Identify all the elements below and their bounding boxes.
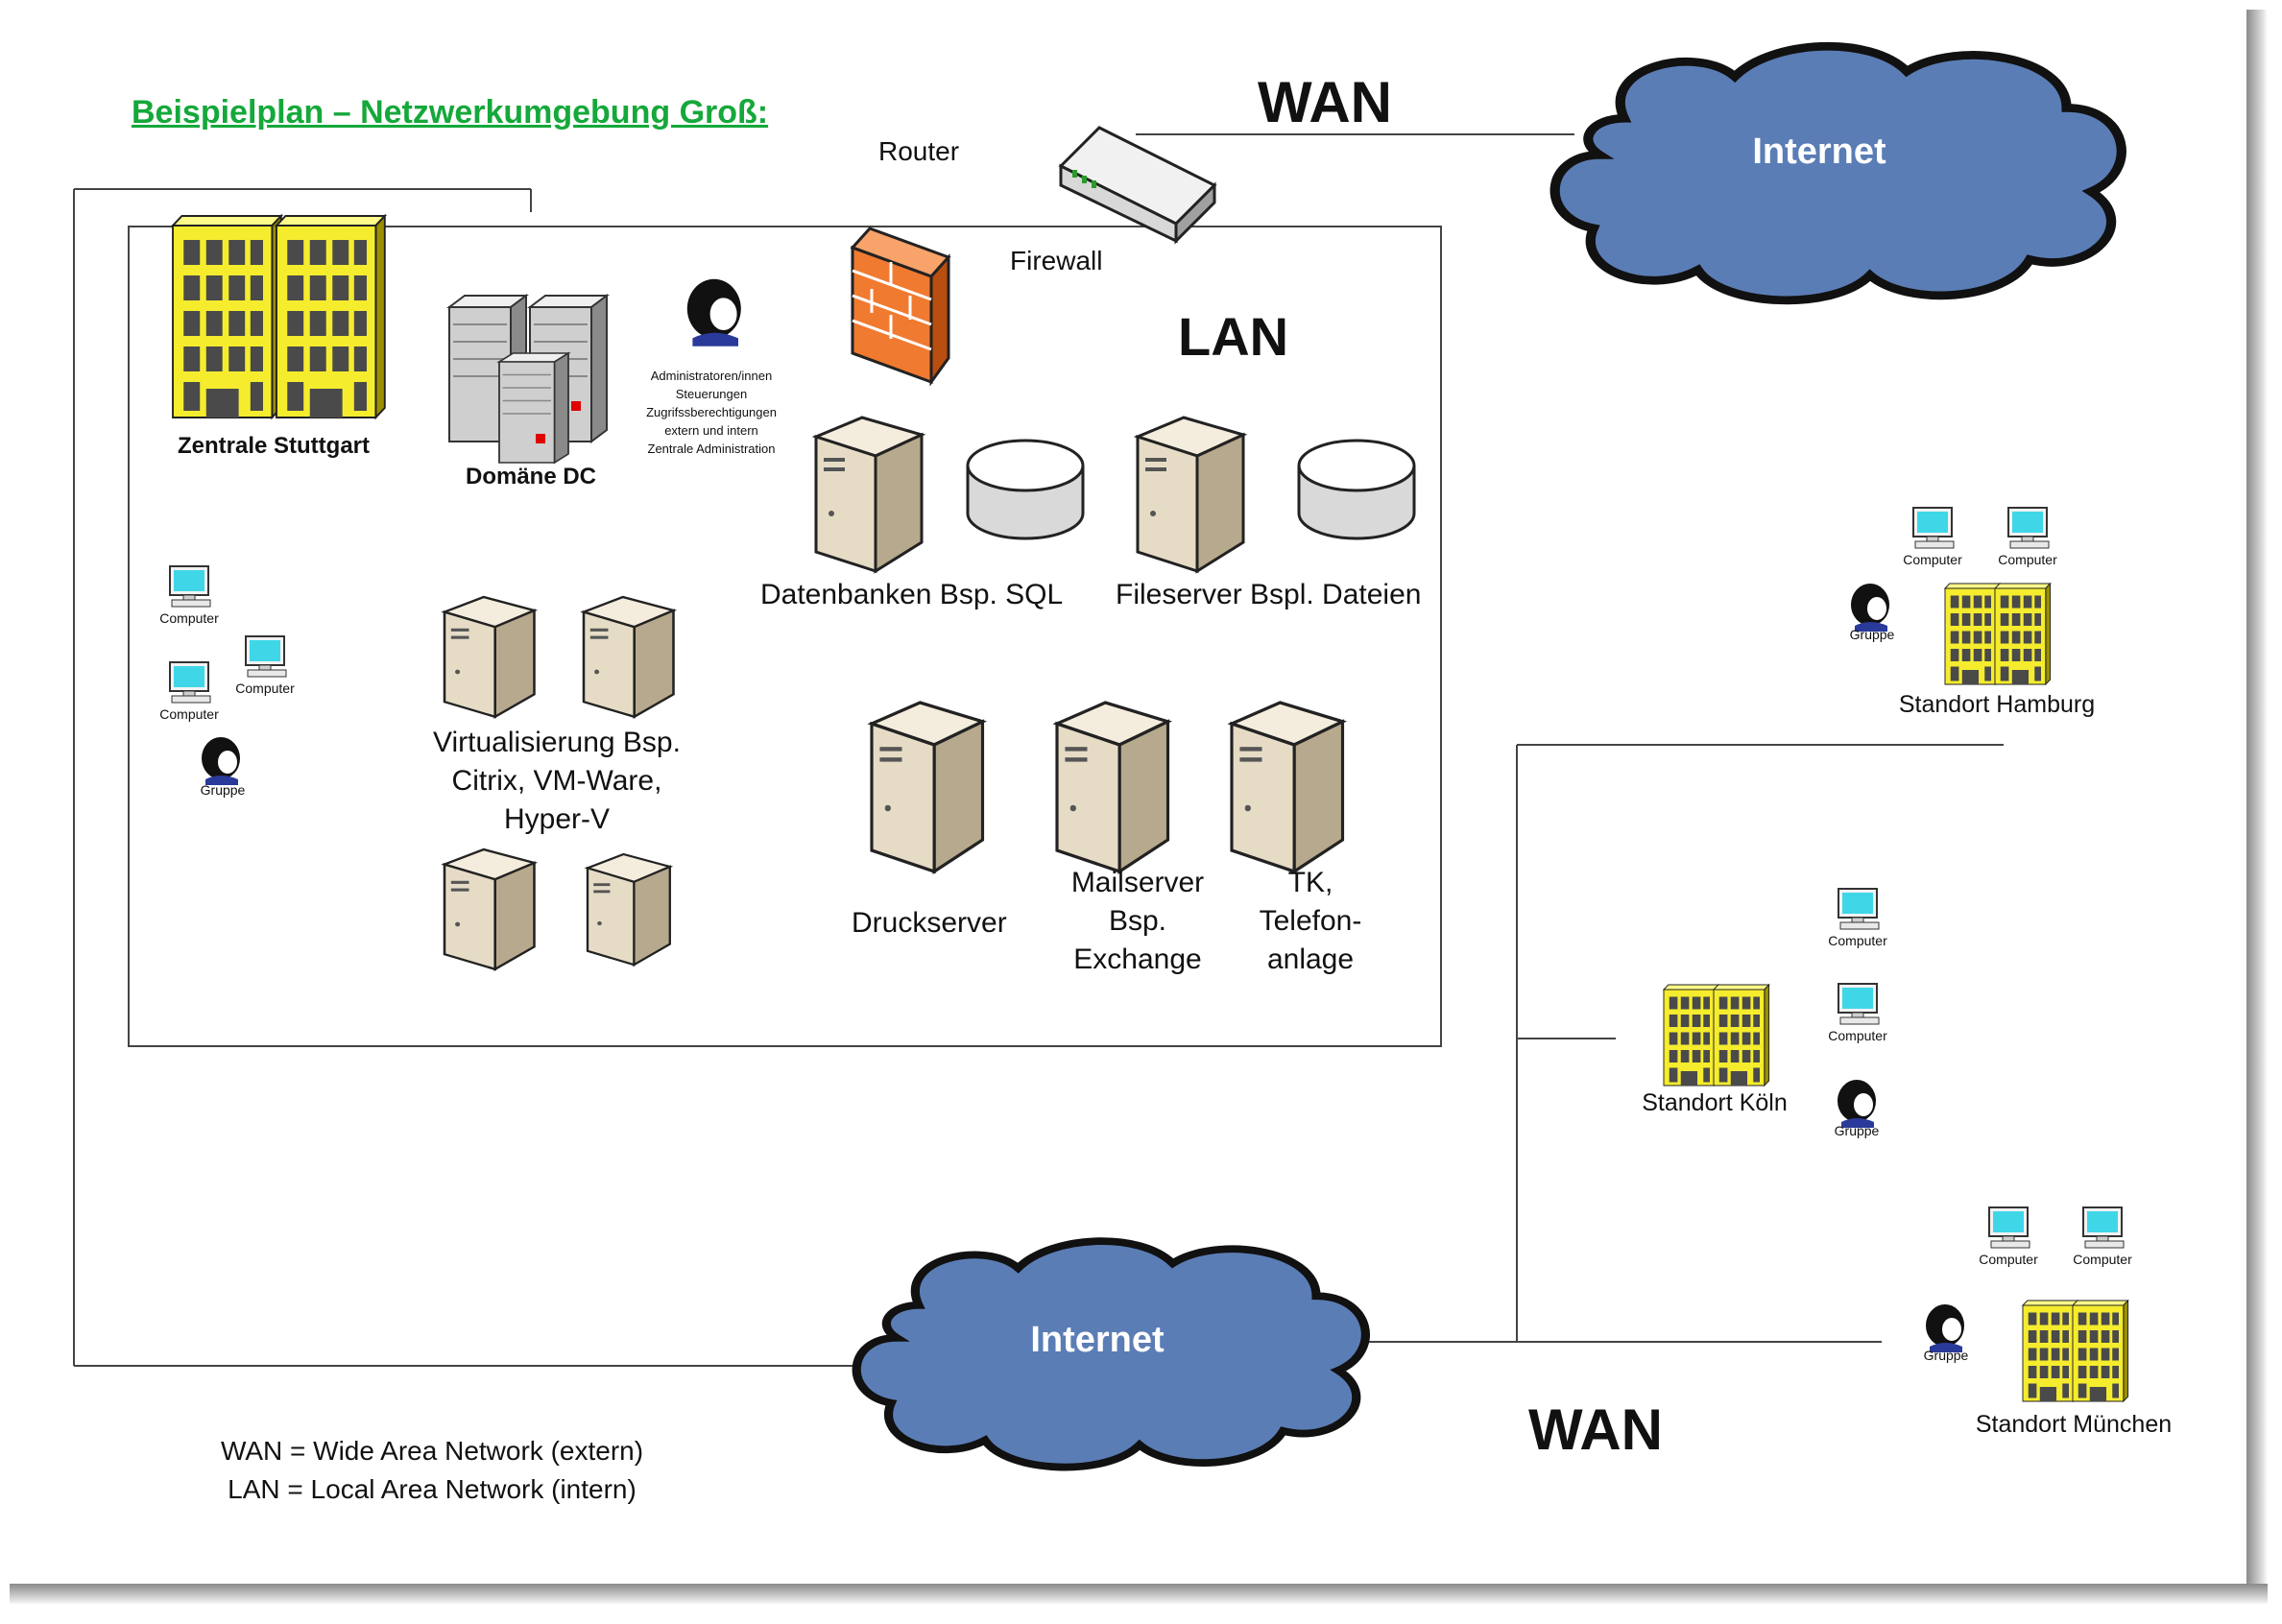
group-label: Gruppe bbox=[1834, 1123, 1880, 1138]
admin-person-icon bbox=[685, 277, 743, 348]
wan-label-top: WAN bbox=[1258, 70, 1392, 134]
group-icon bbox=[1837, 1079, 1877, 1129]
computer-label: Computer bbox=[1828, 1028, 1887, 1043]
computer-label: Computer bbox=[159, 706, 219, 722]
legend: WAN = Wide Area Network (extern) LAN = L… bbox=[192, 1432, 672, 1509]
group-label: Gruppe bbox=[1923, 1348, 1969, 1363]
computer-label: Computer bbox=[159, 610, 219, 626]
site-label-koeln: Standort Köln bbox=[1642, 1089, 1788, 1116]
computer-icon bbox=[245, 635, 287, 678]
computer-label: Computer bbox=[1998, 552, 2057, 567]
group-icon bbox=[1925, 1303, 1965, 1353]
domain-controller-icon bbox=[448, 295, 608, 464]
virtualization-server-icon-4 bbox=[586, 852, 671, 967]
databases-label: Datenbanken Bsp. SQL bbox=[760, 579, 1064, 610]
virtualization-server-icon-3 bbox=[443, 848, 536, 971]
group-icon bbox=[201, 736, 241, 786]
computer-icon bbox=[2007, 507, 2050, 549]
database-disk-icon bbox=[966, 439, 1085, 540]
computer-label: Computer bbox=[2073, 1252, 2132, 1267]
computer-label: Computer bbox=[1979, 1252, 2038, 1267]
computer-icon bbox=[169, 565, 211, 608]
firewall-icon bbox=[850, 227, 951, 387]
router-label: Router bbox=[878, 136, 960, 166]
group-label: Gruppe bbox=[200, 782, 246, 798]
site-label-hamburg: Standort Hamburg bbox=[1898, 691, 2096, 718]
printserver-label: Druckserver bbox=[852, 907, 1007, 939]
internet-label-bottom: Internet bbox=[1030, 1320, 1165, 1360]
page-title: Beispielplan – Netzwerkumgebung Groß: bbox=[132, 94, 769, 131]
computer-icon bbox=[1838, 983, 1880, 1025]
computer-label: Computer bbox=[1828, 933, 1887, 948]
lan-label: LAN bbox=[1178, 306, 1289, 367]
router-icon bbox=[1058, 126, 1217, 245]
page-shadow-right bbox=[2246, 10, 2268, 1605]
database-server-icon bbox=[814, 416, 924, 573]
headquarters-label: Zentrale Stuttgart bbox=[177, 433, 370, 459]
domain-controller-label: Domäne DC bbox=[465, 464, 597, 490]
wan-label-bottom: WAN bbox=[1528, 1397, 1663, 1462]
computer-icon bbox=[169, 661, 211, 704]
building-icon-hamburg bbox=[1944, 583, 2052, 685]
mailserver-label: Mailserver Bsp. Exchange bbox=[1070, 867, 1205, 975]
printserver-icon bbox=[870, 701, 985, 873]
internet-cloud-top bbox=[1555, 46, 2122, 300]
computer-icon bbox=[2082, 1206, 2125, 1249]
virtualization-server-icon-2 bbox=[582, 595, 675, 719]
site-label-muenchen: Standort München bbox=[1975, 1411, 2173, 1438]
internet-label-top: Internet bbox=[1752, 131, 1886, 172]
fileserver-label: Fileserver Bspl. Dateien bbox=[1116, 579, 1422, 610]
building-icon-koeln bbox=[1663, 984, 1770, 1087]
mailserver-icon bbox=[1055, 701, 1170, 873]
group-icon bbox=[1850, 583, 1890, 633]
admin-description: Administratoren/innen Steuerungen Zugrif… bbox=[646, 369, 777, 456]
fileserver-disk-icon bbox=[1297, 439, 1416, 540]
legend-wan: WAN = Wide Area Network (extern) bbox=[220, 1436, 644, 1466]
computer-icon bbox=[1988, 1206, 2030, 1249]
building-icon-muenchen bbox=[2022, 1300, 2129, 1402]
phone-system-icon bbox=[1230, 701, 1345, 873]
virtualization-label: Virtualisierung Bsp. Citrix, VM-Ware, Hy… bbox=[433, 727, 681, 835]
virtualization-server-icon-1 bbox=[443, 595, 536, 719]
computer-icon bbox=[1838, 888, 1880, 930]
computer-label: Computer bbox=[235, 681, 295, 696]
legend-lan: LAN = Local Area Network (intern) bbox=[228, 1474, 637, 1504]
firewall-label: Firewall bbox=[1010, 246, 1103, 275]
computer-icon bbox=[1912, 507, 1955, 549]
fileserver-icon bbox=[1136, 416, 1245, 573]
phone-system-label: TK, Telefon- anlage bbox=[1259, 867, 1362, 975]
computer-label: Computer bbox=[1903, 552, 1962, 567]
group-label: Gruppe bbox=[1849, 627, 1895, 642]
lan-boundary bbox=[128, 226, 1442, 1047]
building-icon-stuttgart bbox=[172, 215, 386, 418]
page-shadow-bottom bbox=[10, 1584, 2268, 1605]
